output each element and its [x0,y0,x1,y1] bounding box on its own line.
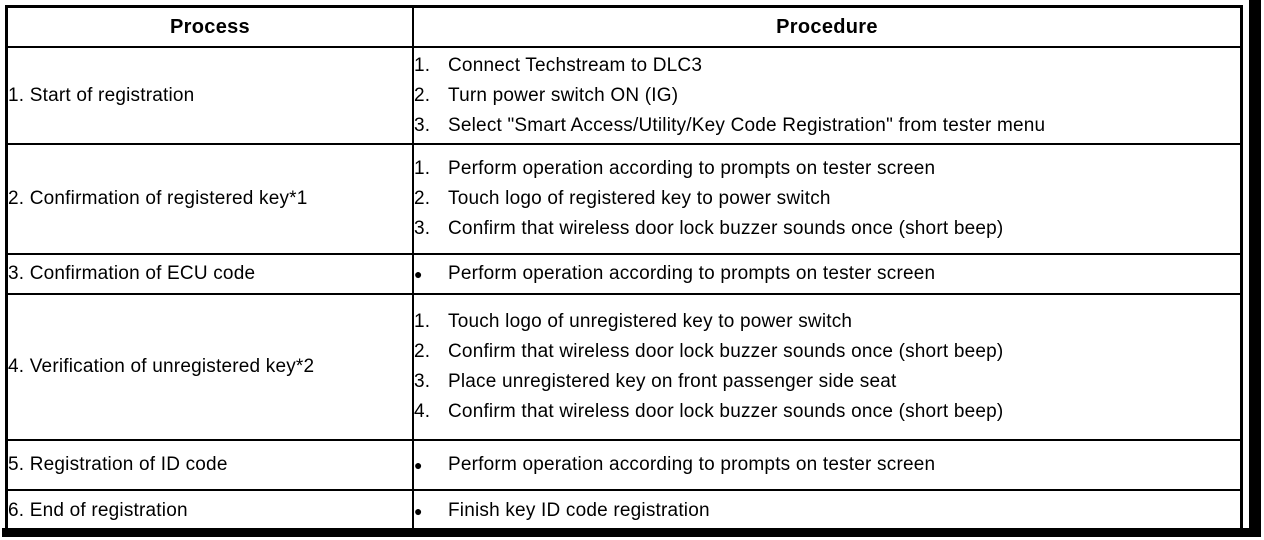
procedure-cell: ● Finish key ID code registration [412,489,1243,534]
procedure-cell: ● Perform operation according to prompts … [412,439,1243,491]
table-body: 1. Start of registration 1. Connect Techs… [5,46,1243,534]
step-number: 4. [414,401,431,422]
table-row: 2. Confirmation of registered key*1 1. Pe… [5,143,1243,255]
procedure-step: 1. Connect Techstream to DLC3 [414,51,1240,81]
procedure-cell: 1. Touch logo of unregistered key to powe… [412,293,1243,441]
table-row: 3. Confirmation of ECU code ● Perform ope… [5,253,1243,295]
procedure-cell: 1. Perform operation according to prompts… [412,143,1243,255]
procedure-step: 3. Select "Smart Access/Utility/Key Code … [414,111,1240,141]
process-cell: 4. Verification of unregistered key*2 [5,293,414,441]
column-header-process: Process [5,5,414,48]
table-row: 4. Verification of unregistered key*2 1.… [5,293,1243,441]
table-row: 6. End of registration ● Finish key ID co… [5,489,1243,534]
scan-edge-right [1249,0,1261,536]
step-number: 1. [414,54,431,76]
process-label: 2. Confirmation of registered key*1 [8,188,308,209]
step-number: 3. [414,218,431,239]
procedure-step: 2. Touch logo of registered key to power … [414,184,1240,214]
procedure-cell: ● Perform operation according to prompts … [412,253,1243,295]
step-text: Perform operation according to prompts o… [448,454,936,475]
procedure-step: ● Finish key ID code registration [414,496,1240,526]
step-text: Confirm that wireless door lock buzzer s… [448,401,1004,422]
procedure-cell: 1. Connect Techstream to DLC3 2. Turn power… [412,46,1243,145]
procedure-step: ● Perform operation according to prompts … [414,450,1240,480]
step-number: 1. [414,158,431,179]
step-text: Confirm that wireless door lock buzzer s… [448,341,1004,362]
step-text: Touch logo of registered key to power sw… [448,188,831,209]
bullet-icon: ● [414,266,423,282]
process-cell: 5. Registration of ID code [5,439,414,491]
procedure-step: 4. Confirm that wireless door lock buzzer… [414,397,1240,427]
step-text: Connect Techstream to DLC3 [448,54,703,76]
step-text: Perform operation according to prompts o… [448,263,936,284]
step-text: Select "Smart Access/Utility/Key Code Re… [448,114,1046,136]
process-label: 5. Registration of ID code [8,454,228,475]
process-label: 3. Confirmation of ECU code [8,263,256,284]
procedure-step: 2. Turn power switch ON (IG) [414,81,1240,111]
step-text: Confirm that wireless door lock buzzer s… [448,218,1004,239]
procedure-step: 2. Confirm that wireless door lock buzzer… [414,337,1240,367]
step-number: 3. [414,114,431,136]
bullet-icon: ● [414,457,423,473]
bullet-icon: ● [414,503,423,519]
step-text: Turn power switch ON (IG) [448,84,679,106]
process-label: 6. End of registration [8,500,188,521]
step-number: 2. [414,188,431,209]
procedure-step: 3. Confirm that wireless door lock buzzer… [414,214,1240,244]
table-row: 1. Start of registration 1. Connect Techs… [5,46,1243,145]
key-registration-procedure-table: Process Procedure 1. Start of registrati… [5,5,1243,534]
procedure-step: 1. Perform operation according to prompts… [414,154,1240,184]
procedure-step: ● Perform operation according to prompts … [414,259,1240,289]
step-number: 2. [414,341,431,362]
procedure-step: 1. Touch logo of unregistered key to powe… [414,307,1240,337]
step-number: 2. [414,84,431,106]
process-cell: 2. Confirmation of registered key*1 [5,143,414,255]
table-row: 5. Registration of ID code ● Perform oper… [5,439,1243,491]
table-header: Process Procedure [5,5,1243,48]
process-cell: 6. End of registration [5,489,414,534]
process-cell: 3. Confirmation of ECU code [5,253,414,295]
step-text: Place unregistered key on front passenge… [448,371,897,392]
scan-edge-bottom [2,528,1261,537]
step-number: 3. [414,371,431,392]
step-text: Touch logo of unregistered key to power … [448,311,853,332]
step-text: Finish key ID code registration [448,500,710,521]
process-label: 4. Verification of unregistered key*2 [8,356,315,377]
step-number: 1. [414,311,431,332]
process-cell: 1. Start of registration [5,46,414,145]
procedure-step: 3. Place unregistered key on front passen… [414,367,1240,397]
process-label: 1. Start of registration [8,84,195,106]
header-row: Process Procedure [5,5,1243,48]
step-text: Perform operation according to prompts o… [448,158,936,179]
column-header-procedure: Procedure [412,5,1243,48]
